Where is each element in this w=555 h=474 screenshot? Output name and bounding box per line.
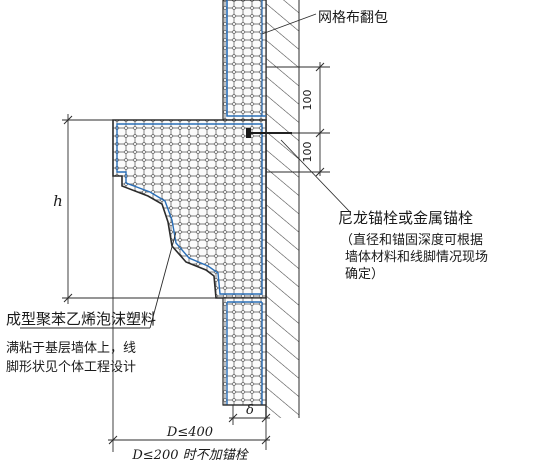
depth-dimension: D≤400 D≤200 时不加锚栓	[108, 176, 271, 463]
material-note-line-1: 满粘于基层墙体上，线	[6, 341, 136, 356]
anchor-note-line-2: 墙体材料和线脚情况现场	[345, 249, 488, 265]
mesh-wrap-label: 网格布翻包	[318, 10, 388, 26]
height-dimension: h	[53, 114, 223, 304]
material-label: 成型聚苯乙烯泡沫塑料	[6, 310, 156, 328]
upper-insulation-layer	[222, 0, 267, 121]
molding-profile	[112, 119, 267, 299]
depth-limit-label: D≤400	[166, 425, 213, 440]
lower-insulation-layer	[222, 297, 267, 406]
anchor-note-line-1: （直径和锚固深度可根据	[340, 232, 483, 248]
thickness-dimension: δ	[228, 403, 271, 450]
base-wall	[265, 0, 300, 418]
leader-lines	[20, 13, 351, 329]
anchor-spacing-dimension: 100 100	[266, 62, 330, 177]
material-note-line-2: 脚形状见个体工程设计	[6, 359, 136, 375]
height-symbol: h	[53, 192, 63, 210]
spacing-top-label: 100	[301, 90, 314, 111]
anchor-title-label: 尼龙锚栓或金属锚栓	[338, 209, 473, 227]
thickness-symbol: δ	[246, 403, 254, 418]
no-anchor-rule-label: D≤200 时不加锚栓	[131, 448, 249, 463]
anchor-note-line-3: 确定）	[345, 267, 384, 282]
spacing-bottom-label: 100	[301, 142, 314, 163]
